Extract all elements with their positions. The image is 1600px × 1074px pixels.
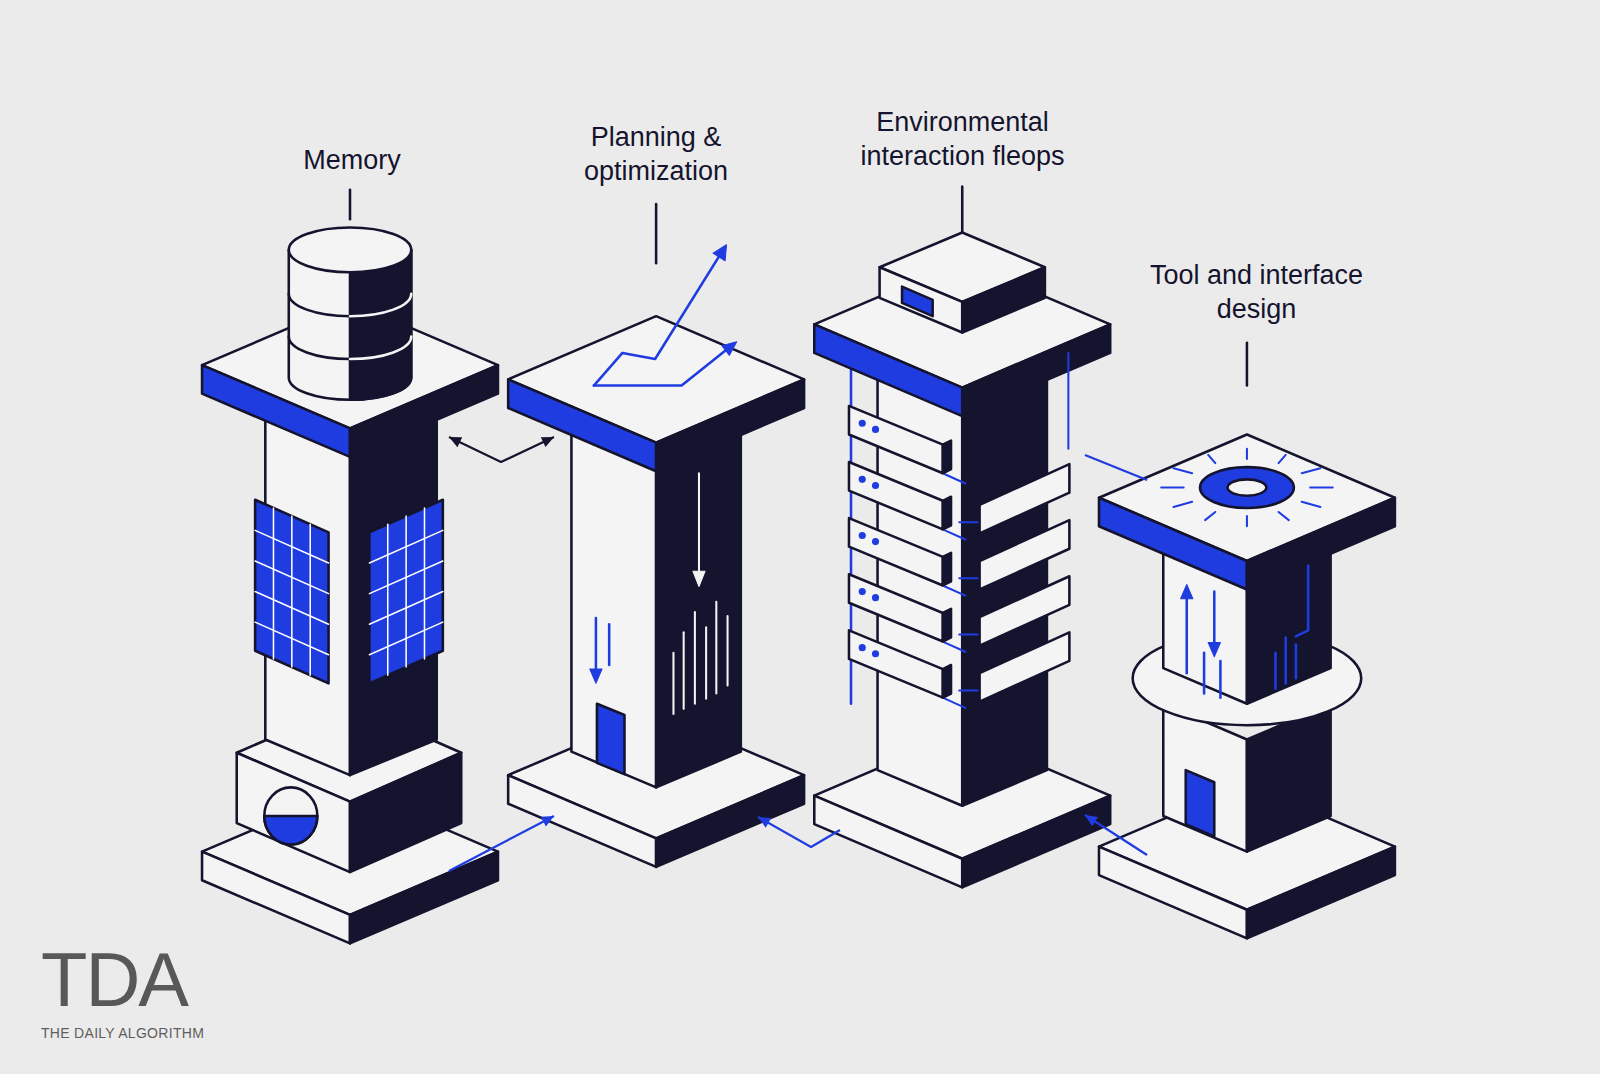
connector-arrow: [1085, 815, 1147, 855]
connector-line: [449, 816, 554, 871]
arrow-head: [1085, 815, 1098, 826]
pillar-heading: Tool and interface design: [1147, 258, 1366, 326]
arrow-head: [449, 437, 462, 447]
connector-arrow: [1085, 455, 1147, 480]
arrow-head: [541, 816, 554, 826]
arrow-head: [541, 437, 554, 447]
connector-arrow: [449, 816, 554, 871]
pillar-heading: Planning & optimization: [554, 120, 758, 188]
pillar-node: Memory: [255, 143, 449, 949]
connector-line: [758, 817, 840, 847]
connector-arrow: [758, 817, 840, 847]
connector-arrow: [449, 437, 554, 462]
pillar-node: Planning & optimization: [554, 120, 758, 872]
connector-line: [1085, 455, 1147, 480]
connector-line: [1085, 815, 1147, 855]
watermark-text: THE DAILY ALGORITHM: [41, 1025, 204, 1041]
watermark-logo: TDA: [41, 940, 187, 1020]
arrow-head: [758, 817, 771, 828]
pillar-heading: Memory: [255, 143, 449, 177]
pillar-node: Environmental interaction fleops: [840, 105, 1085, 872]
pillar-node: Tool and interface design: [1147, 258, 1366, 929]
connector-line: [449, 437, 554, 462]
pillar-heading: Environmental interaction fleops: [840, 105, 1085, 173]
